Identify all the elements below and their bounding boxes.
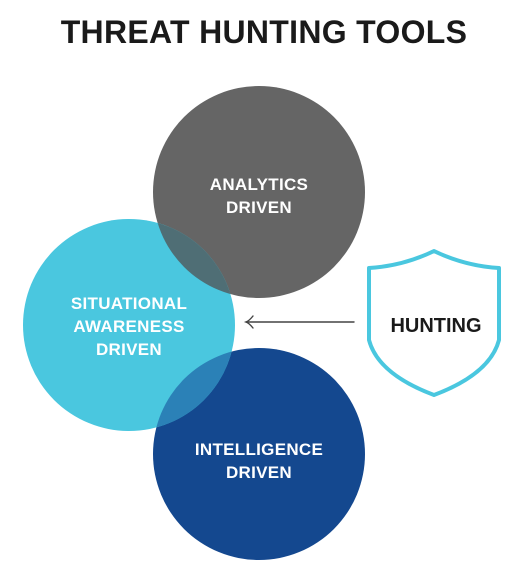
analytics-circle <box>153 86 365 298</box>
intelligence-label-line2: DRIVEN <box>226 463 292 482</box>
page-title: THREAT HUNTING TOOLS <box>60 14 468 50</box>
analytics-label-line1: ANALYTICS <box>210 175 308 194</box>
hunting-label: HUNTING <box>390 315 481 337</box>
analytics-label-line2: DRIVEN <box>226 198 292 217</box>
situational-label-line2: AWARENESS <box>73 317 184 336</box>
shield-icon <box>367 249 501 397</box>
left-arrow-icon <box>243 315 355 329</box>
intelligence-circle <box>153 348 365 560</box>
situational-label-line3: DRIVEN <box>96 340 162 359</box>
situational-circle <box>23 219 235 431</box>
intelligence-label-line1: INTELLIGENCE <box>195 440 323 459</box>
situational-label-line1: SITUATIONAL <box>71 294 187 313</box>
